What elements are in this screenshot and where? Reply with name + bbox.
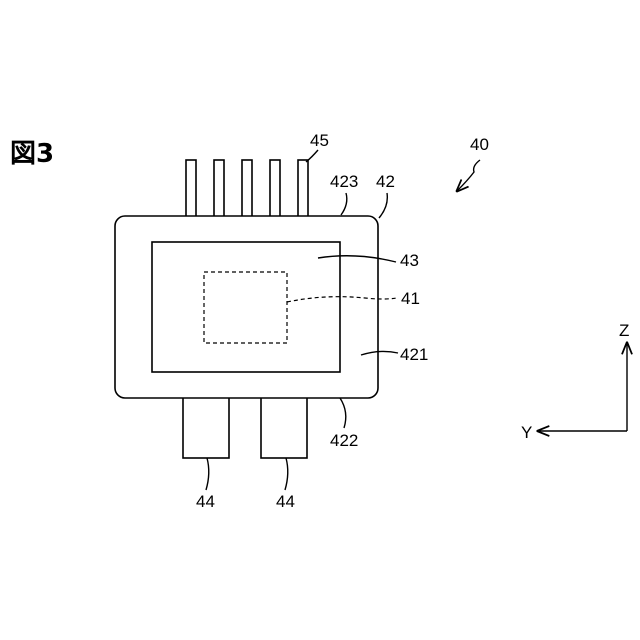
- label-40: 40: [470, 135, 489, 154]
- pin: [186, 160, 196, 220]
- leader-422: [340, 398, 346, 428]
- leader-45: [306, 150, 318, 162]
- label-42: 42: [376, 172, 395, 191]
- label-45: 45: [310, 131, 329, 150]
- inner-board: [152, 242, 340, 372]
- pin: [214, 160, 224, 220]
- label-421: 421: [400, 345, 428, 364]
- leader-40-arrow: [457, 160, 480, 191]
- label-44-left: 44: [196, 492, 215, 511]
- figure-title: 図3: [10, 139, 54, 169]
- leader-42: [379, 193, 387, 218]
- label-43: 43: [400, 251, 419, 270]
- axis-z-label: Z: [619, 321, 629, 340]
- leader-423: [341, 193, 347, 215]
- pin: [270, 160, 280, 220]
- pin: [242, 160, 252, 220]
- label-44-right: 44: [276, 492, 295, 511]
- label-41: 41: [401, 289, 420, 308]
- pin-group: [186, 160, 308, 220]
- label-422: 422: [330, 431, 358, 450]
- leader-44-left: [206, 458, 209, 490]
- pin: [298, 160, 308, 220]
- terminal-block-right: [261, 392, 307, 458]
- leader-44-right: [285, 458, 288, 490]
- terminal-block-left: [183, 392, 229, 458]
- axis-y-label: Y: [521, 423, 532, 442]
- label-423: 423: [330, 172, 358, 191]
